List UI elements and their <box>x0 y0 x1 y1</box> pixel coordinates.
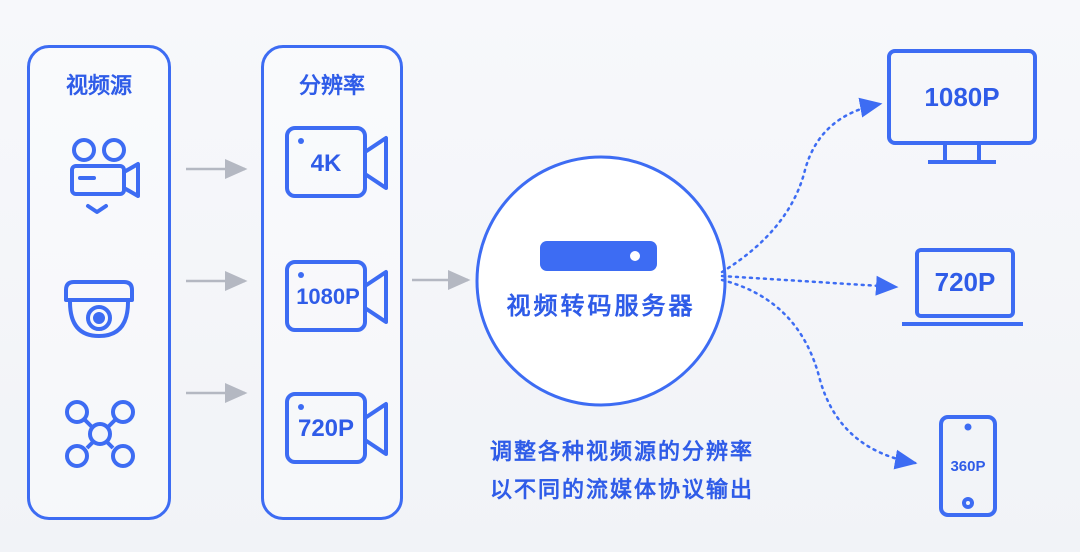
output-label-360p: 360P <box>950 458 986 475</box>
resolution-label-4k: 4K <box>310 150 342 177</box>
resolution-label-1080p: 1080P <box>296 284 360 309</box>
camera-4k-icon <box>285 126 388 198</box>
phone-icon <box>939 415 997 517</box>
caption-line-1: 调整各种视频源的分辨率 <box>489 440 754 465</box>
dome-camera-icon <box>64 280 134 338</box>
sources-panel-title: 视频源 <box>65 74 132 99</box>
server-label: 视频转码服务器 <box>506 292 696 320</box>
resolution-panel: 分辨率 <box>261 45 403 520</box>
monitor-icon <box>887 49 1037 164</box>
server-circle <box>475 155 727 407</box>
output-arrows <box>720 97 918 470</box>
server-icon <box>540 241 657 271</box>
camera-1080p-icon <box>285 260 388 332</box>
resolution-label-720p: 720P <box>297 415 355 442</box>
video-camera-icon <box>70 138 140 214</box>
laptop-icon <box>902 248 1023 326</box>
camera-720p-icon <box>285 392 388 464</box>
source-arrows <box>186 159 248 403</box>
caption-line-2: 以不同的流媒体协议输出 <box>489 478 754 503</box>
output-label-1080p: 1080P <box>924 82 1000 112</box>
drone-icon <box>65 400 135 468</box>
output-label-720p: 720P <box>934 267 996 297</box>
resolution-panel-title: 分辨率 <box>298 74 365 99</box>
